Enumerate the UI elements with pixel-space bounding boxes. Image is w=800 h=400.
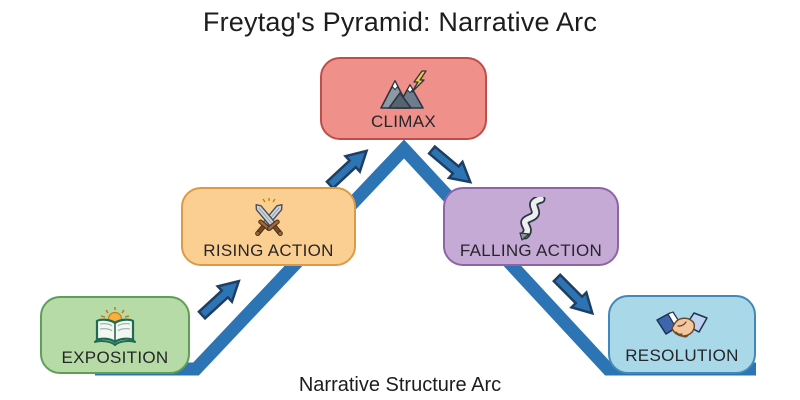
diagram-caption: Narrative Structure Arc <box>298 374 502 396</box>
stage-label: FALLING ACTION <box>459 240 603 260</box>
stage-exposition: EXPOSITION <box>40 296 190 374</box>
stage-falling-action: FALLING ACTION <box>443 187 619 266</box>
winding-road-icon <box>519 196 546 241</box>
crossed-swords-icon <box>254 197 283 236</box>
stage-rising-action: RISING ACTION <box>181 187 356 266</box>
handshake-icon <box>656 311 708 338</box>
mountain-lightning-icon <box>379 70 427 109</box>
arrow-falling-to-resolution-icon <box>552 273 595 316</box>
stage-label: CLIMAX <box>370 111 437 131</box>
stage-climax: CLIMAX <box>320 57 487 140</box>
stage-label: EXPOSITION <box>61 348 169 368</box>
arrow-rising-to-climax-icon <box>325 149 369 191</box>
stage-label: RISING ACTION <box>203 240 334 260</box>
stage-resolution: RESOLUTION <box>608 295 756 374</box>
arrow-exposition-to-rising-icon <box>197 279 241 321</box>
stage-label: RESOLUTION <box>625 345 739 365</box>
arrow-climax-to-falling-icon <box>427 144 473 184</box>
page-title: Freytag's Pyramid: Narrative Arc <box>202 7 598 37</box>
open-book-sunrise-icon <box>94 307 136 347</box>
